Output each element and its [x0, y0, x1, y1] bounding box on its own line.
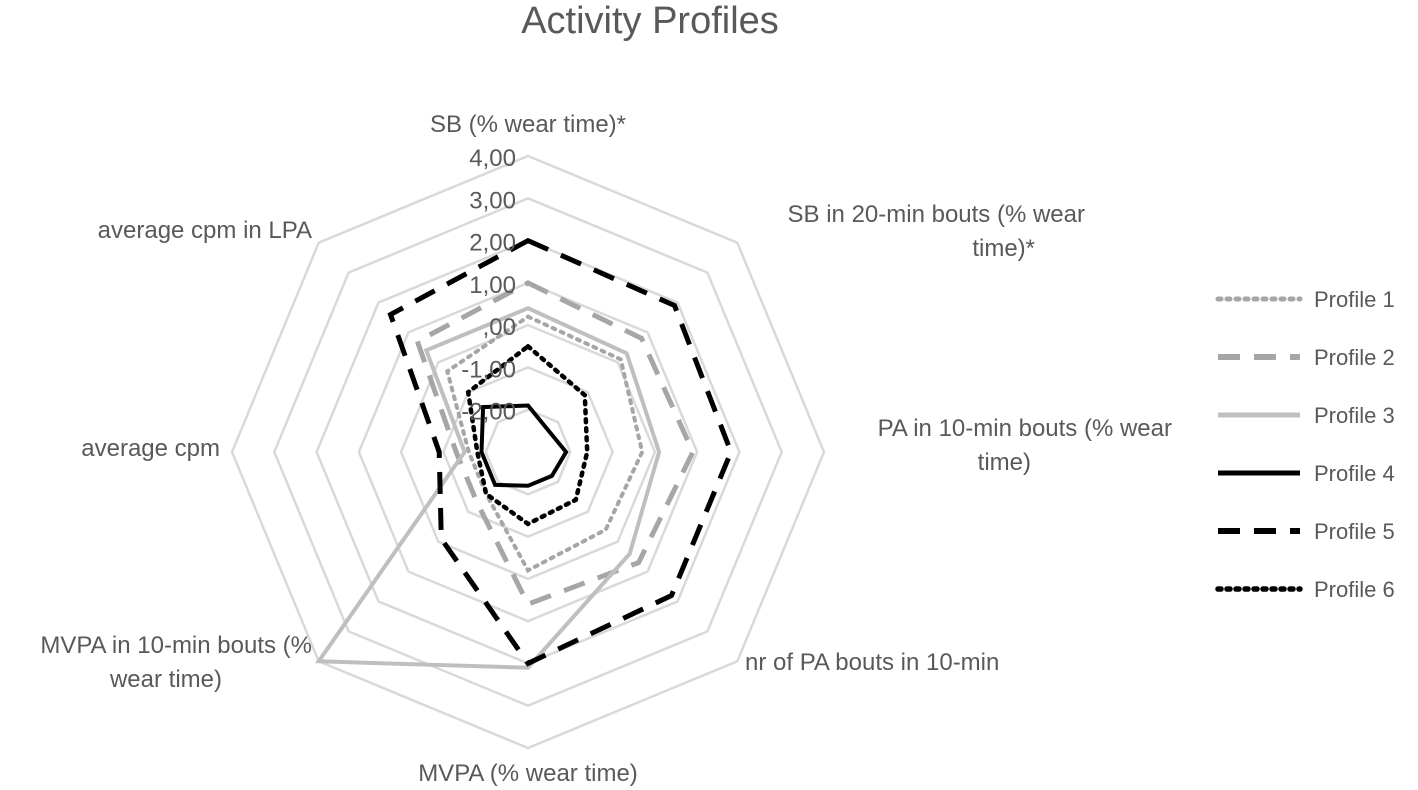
axis-label-5-line-1: wear time)	[109, 666, 222, 693]
tick-label-2: ,00	[483, 314, 516, 341]
axis-label-1-line-0: SB in 20-min bouts (% wear	[788, 201, 1085, 228]
legend-label-2: Profile 2	[1314, 345, 1395, 370]
legend-label-3: Profile 3	[1314, 403, 1395, 428]
tick-label-5: 3,00	[469, 187, 516, 214]
legend: Profile 1 Profile 2 Profile 3 Profile 4 Prof…	[1215, 287, 1395, 602]
tick-label-3: 1,00	[469, 272, 516, 299]
series-1-line	[445, 314, 645, 574]
axis-label-4: MVPA (% wear time)	[418, 760, 638, 787]
legend-label-1: Profile 1	[1314, 287, 1395, 312]
series-2-line	[414, 280, 696, 608]
grid-ring-1	[442, 366, 614, 538]
legend-label-4: Profile 4	[1314, 461, 1395, 486]
axis-label-2-line-1: time)	[978, 449, 1031, 476]
series-4-line	[479, 403, 569, 488]
axis-label-1-line-1: time)*	[972, 235, 1035, 262]
tick-label-4: 2,00	[469, 230, 516, 257]
legend-label-6: Profile 6	[1314, 577, 1395, 602]
axis-label-7: average cpm in LPA	[98, 217, 312, 244]
tick-label-1: -1,00	[461, 356, 516, 383]
axis-label-2-line-0: PA in 10-min bouts (% wear	[878, 415, 1172, 442]
tick-label-6: 4,00	[469, 145, 516, 172]
radial-tick-labels: -2,00 -1,00 ,00 1,00 2,00 3,00 4,00	[461, 145, 516, 426]
grid-ring-5	[272, 196, 784, 708]
axis-label-3: nr of PA bouts in 10-min	[745, 649, 999, 676]
axis-label-6: average cpm	[81, 435, 220, 462]
legend-label-5: Profile 5	[1314, 519, 1395, 544]
axis-labels: SB (% wear time)* SB in 20-min bouts (% w…	[40, 111, 1172, 787]
tick-label-0: -2,00	[461, 399, 516, 426]
series-3-line	[314, 306, 662, 670]
axis-label-0: SB (% wear time)*	[430, 111, 626, 138]
chart-title: Activity Profiles	[521, 0, 779, 42]
grid-ring-3	[357, 281, 699, 623]
series-6-line	[465, 343, 590, 527]
grid-ring-0	[484, 408, 572, 496]
grid-ring-6	[230, 154, 826, 750]
radar-series	[314, 237, 734, 670]
axis-label-5-line-0: MVPA in 10-min bouts (%	[40, 632, 312, 659]
series-5-line	[387, 237, 734, 667]
